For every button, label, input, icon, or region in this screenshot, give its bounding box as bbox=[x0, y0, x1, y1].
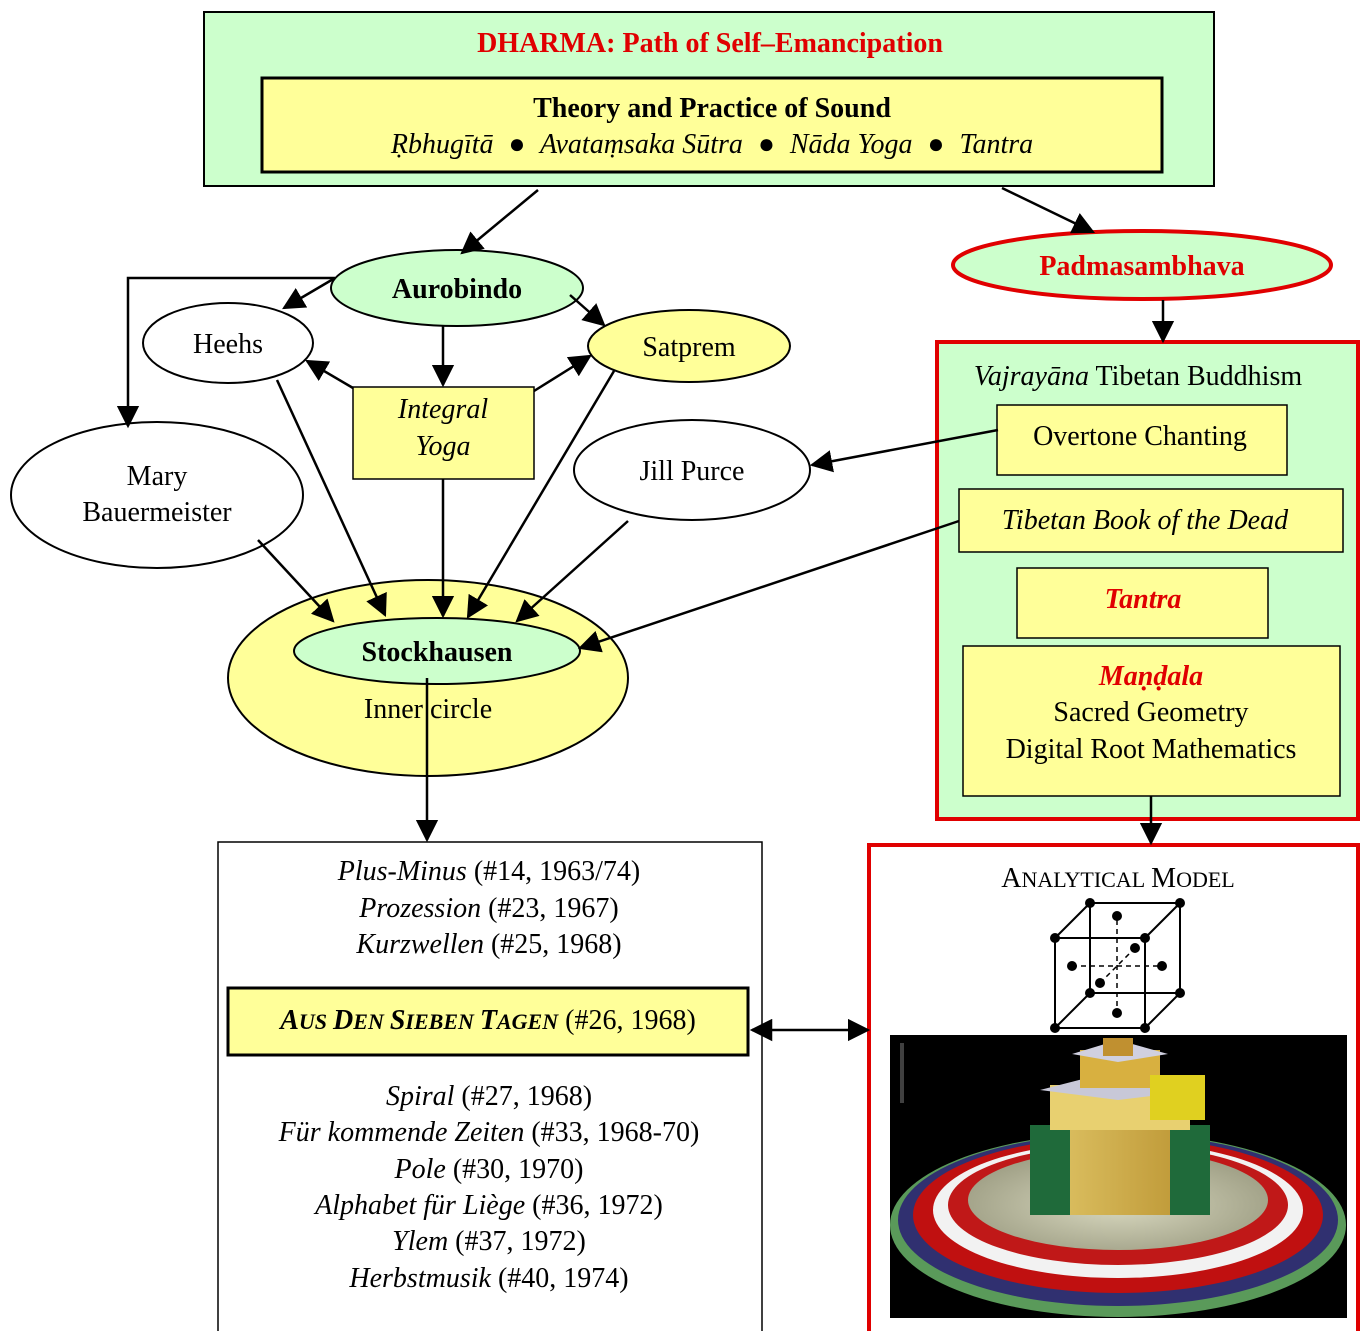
mandala-box bbox=[962, 645, 1341, 797]
integral-yoga-label-1: Integral bbox=[397, 394, 488, 425]
work-item: Spiral (#27, 1968) bbox=[386, 1081, 592, 1112]
aurobindo-label: Aurobindo bbox=[392, 274, 522, 305]
stockhausen-label: Stockhausen bbox=[362, 637, 513, 668]
text-avatamsaka: Avataṃsaka Sūtra bbox=[538, 129, 743, 160]
work-item: Pole (#30, 1970) bbox=[394, 1154, 584, 1185]
work-item: Für kommende Zeiten (#33, 1968-70) bbox=[278, 1117, 700, 1148]
arrow-book-stockhausen bbox=[577, 519, 960, 653]
vajrayana-heading-italic: Vajrayāna bbox=[974, 361, 1089, 392]
arrow-dharma-aurobindo bbox=[460, 189, 539, 255]
works-box bbox=[217, 841, 763, 1331]
heehs-label: Heehs bbox=[193, 329, 263, 360]
work-item: Ylem (#37, 1972) bbox=[392, 1226, 586, 1257]
arrow-integral-heehs bbox=[305, 359, 354, 390]
arrow-heehs-stockhausen bbox=[275, 379, 387, 618]
vajrayana-heading-rest: Tibetan Buddhism bbox=[1089, 361, 1302, 392]
bullet-2: ● bbox=[758, 129, 775, 160]
heehs-node bbox=[142, 302, 314, 384]
jill-purce-label: Jill Purce bbox=[640, 456, 745, 487]
works-top-list: Plus-Minus (#14, 1963/74) Prozession (#2… bbox=[337, 856, 641, 960]
arrow-jill-stockhausen bbox=[515, 520, 629, 623]
dharma-title: DHARMA: Path of Self–Emancipation bbox=[477, 28, 943, 59]
mary-label-2: Bauermeister bbox=[82, 497, 232, 528]
aus-den-sieben-tagen-box bbox=[226, 986, 750, 1057]
book-of-dead-box bbox=[958, 488, 1344, 553]
mandala-3d-image bbox=[890, 1035, 1347, 1318]
tantra-label: Tantra bbox=[1105, 584, 1182, 615]
satprem-node bbox=[587, 309, 791, 383]
arrow-integral-satprem bbox=[533, 354, 592, 393]
arrow-satprem-stockhausen bbox=[466, 370, 616, 619]
arrow-mary-stockhausen bbox=[257, 539, 335, 623]
text-rbhugita: Ṛbhugītā bbox=[390, 129, 494, 160]
arrow-dharma-padmasambhava bbox=[1001, 186, 1096, 234]
mandala-label: Maṇḍala bbox=[1098, 661, 1203, 692]
digital-root-label: Digital Root Mathematics bbox=[1006, 734, 1297, 765]
sacred-texts-line: Ṛbhugītā ● Avataṃsaka Sūtra ● Nāda Yoga … bbox=[390, 129, 1033, 160]
satprem-label: Satprem bbox=[642, 332, 736, 363]
work-item: Plus-Minus (#14, 1963/74) bbox=[337, 856, 641, 887]
text-nada-yoga: Nāda Yoga bbox=[789, 129, 913, 160]
overtone-box bbox=[996, 404, 1288, 476]
work-item: Prozession (#23, 1967) bbox=[358, 893, 619, 924]
sound-box bbox=[260, 76, 1164, 174]
sacred-geometry-label: Sacred Geometry bbox=[1053, 697, 1248, 728]
aurobindo-node bbox=[330, 249, 584, 327]
work-item: Alphabet für Liège (#36, 1972) bbox=[313, 1190, 663, 1221]
book-of-dead-label: Tibetan Book of the Dead bbox=[1002, 505, 1289, 536]
padmasambhava-node bbox=[951, 229, 1333, 301]
bullet-1: ● bbox=[509, 129, 526, 160]
mary-node bbox=[10, 421, 304, 569]
arrow-overtone-jill bbox=[809, 428, 999, 473]
padmasambhava-label: Padmasambhava bbox=[1039, 251, 1244, 282]
mary-label-1: Mary bbox=[127, 461, 188, 492]
integral-yoga-label-2: Yoga bbox=[415, 431, 470, 462]
text-tantra: Tantra bbox=[959, 129, 1033, 160]
bullet-3: ● bbox=[928, 129, 945, 160]
work-item: Kurzwellen (#25, 1968) bbox=[355, 929, 621, 960]
sound-title: Theory and Practice of Sound bbox=[533, 93, 891, 124]
arrow-aurobindo-satprem bbox=[569, 294, 606, 327]
vajrayana-heading: Vajrayāna Tibetan Buddhism bbox=[974, 361, 1302, 392]
work-item: Herbstmusik (#40, 1974) bbox=[348, 1263, 628, 1294]
arrow-aurobindo-heehs bbox=[282, 276, 336, 310]
connection-arrows bbox=[116, 186, 1175, 1042]
tantra-box bbox=[1016, 567, 1269, 639]
works-bottom-list: Spiral (#27, 1968) Für kommende Zeiten (… bbox=[278, 1081, 700, 1294]
overtone-label: Overtone Chanting bbox=[1033, 421, 1247, 452]
arrow-aurobindo-mary bbox=[116, 276, 335, 429]
cube-lattice-icon bbox=[1050, 898, 1185, 1033]
